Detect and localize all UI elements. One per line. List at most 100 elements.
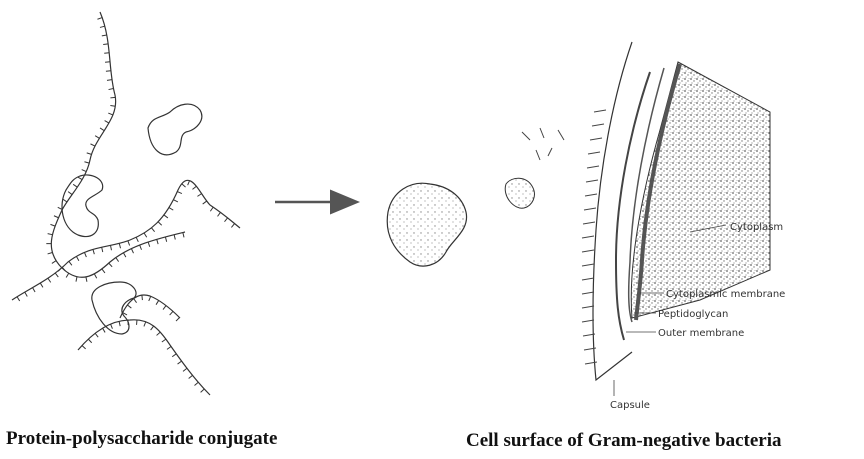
chain-branch xyxy=(183,233,184,238)
polysaccharide-fragment xyxy=(505,178,534,208)
chain-branch xyxy=(218,212,221,216)
chain-branch xyxy=(110,97,115,98)
chain-branch xyxy=(163,306,166,310)
chain-branch xyxy=(78,177,82,180)
chain-branch xyxy=(178,361,182,364)
polysaccharide-fragment xyxy=(387,183,466,266)
chain-branch xyxy=(231,224,234,228)
chain-branch xyxy=(52,261,56,264)
chain-branch xyxy=(156,300,159,304)
conjugate-illustration xyxy=(12,12,240,395)
chain-branch xyxy=(73,184,77,187)
chain-branch xyxy=(188,181,190,186)
chain-branch xyxy=(210,207,213,211)
chain-branch xyxy=(140,245,142,250)
chain-branch xyxy=(82,170,87,172)
chain-branch xyxy=(142,295,143,300)
chain-branch xyxy=(107,80,112,81)
cytoplasmic-membrane-label: Cytoplasmic membrane xyxy=(666,289,785,300)
chain-branches xyxy=(82,320,204,393)
cytoplasm-label: Cytoplasm xyxy=(730,222,783,233)
chain-branch xyxy=(149,296,151,301)
chain-branch xyxy=(182,184,186,187)
chain-branch xyxy=(203,201,207,204)
chain-branch xyxy=(48,252,53,253)
chain-branch xyxy=(76,277,77,282)
chain-branch xyxy=(174,235,175,240)
chain-branch xyxy=(68,192,72,195)
chain-branch xyxy=(148,242,150,247)
chain-branch xyxy=(103,328,106,332)
chain-branch xyxy=(109,263,112,267)
fragment-illustration xyxy=(387,128,564,266)
chain-branch xyxy=(164,215,168,218)
chain-branch xyxy=(58,268,61,272)
capsule-label: Capsule xyxy=(610,400,650,411)
chain-branch xyxy=(76,256,78,260)
chain-branch xyxy=(167,346,171,349)
chain-branch xyxy=(128,241,130,246)
chain-branch xyxy=(33,288,36,292)
chain-branch xyxy=(151,326,154,330)
chain-branch xyxy=(82,346,86,349)
chain-branches xyxy=(46,18,184,282)
chain-branch xyxy=(116,258,119,262)
chain-branch xyxy=(224,218,227,222)
chain-branch xyxy=(63,199,67,202)
chain-branch xyxy=(106,71,111,72)
chain-branch xyxy=(90,144,94,146)
outer-membrane-label: Outer membrane xyxy=(658,328,744,339)
chain-branch xyxy=(94,274,96,278)
chain-branch xyxy=(50,224,55,226)
protein-blob-icon xyxy=(148,104,202,155)
chain-branch xyxy=(55,273,58,277)
chain-branch xyxy=(87,153,92,155)
cell-surface-illustration: Cytoplasm Cytoplasmic membrane Peptidogl… xyxy=(582,42,785,411)
protein-blob-icon xyxy=(62,175,103,237)
chain-branch xyxy=(183,368,187,371)
chain-branch xyxy=(157,332,161,335)
chain-branch xyxy=(144,322,146,327)
peptidoglycan-label: Peptidoglycan xyxy=(658,309,728,320)
chain-branch xyxy=(158,222,162,225)
chain-branch xyxy=(177,192,182,194)
chain-branch xyxy=(105,121,109,123)
chain-branch xyxy=(144,233,147,237)
chain-branch xyxy=(192,186,196,189)
protein-blob-icon xyxy=(92,282,136,334)
chain-branch xyxy=(189,375,193,378)
chain-branch xyxy=(102,35,107,36)
chain-branch xyxy=(136,237,138,242)
chain-branch xyxy=(103,44,108,45)
chain-branch xyxy=(102,269,105,273)
chain-branch xyxy=(123,253,125,257)
chain-branch xyxy=(194,382,198,385)
chain-branch xyxy=(84,162,89,163)
chain-branch xyxy=(131,249,133,254)
chain-branch xyxy=(169,208,173,211)
chain-branch xyxy=(102,247,103,252)
chain-branch xyxy=(197,194,201,197)
chain-branch xyxy=(100,26,105,27)
chain-branch xyxy=(48,278,51,282)
chain-branch xyxy=(95,333,98,337)
chain-branch xyxy=(54,216,59,218)
chain-branch xyxy=(151,228,154,232)
chain-branch xyxy=(176,318,180,322)
chain-branch xyxy=(84,252,86,257)
chain-branch xyxy=(109,89,114,90)
polysaccharide-chain xyxy=(78,320,210,395)
chain-branch xyxy=(48,234,53,235)
chain-branch xyxy=(86,277,87,282)
chain-branch xyxy=(97,18,102,20)
chain-branch xyxy=(88,339,91,343)
chain-branch xyxy=(201,389,205,392)
chain-branch xyxy=(119,321,120,326)
chain-branch xyxy=(17,297,20,301)
chain-branch xyxy=(172,354,176,357)
polysaccharide-chain xyxy=(51,12,185,277)
chain-branch xyxy=(95,136,99,139)
chain-branch xyxy=(25,292,28,296)
chain-branch xyxy=(173,200,177,202)
